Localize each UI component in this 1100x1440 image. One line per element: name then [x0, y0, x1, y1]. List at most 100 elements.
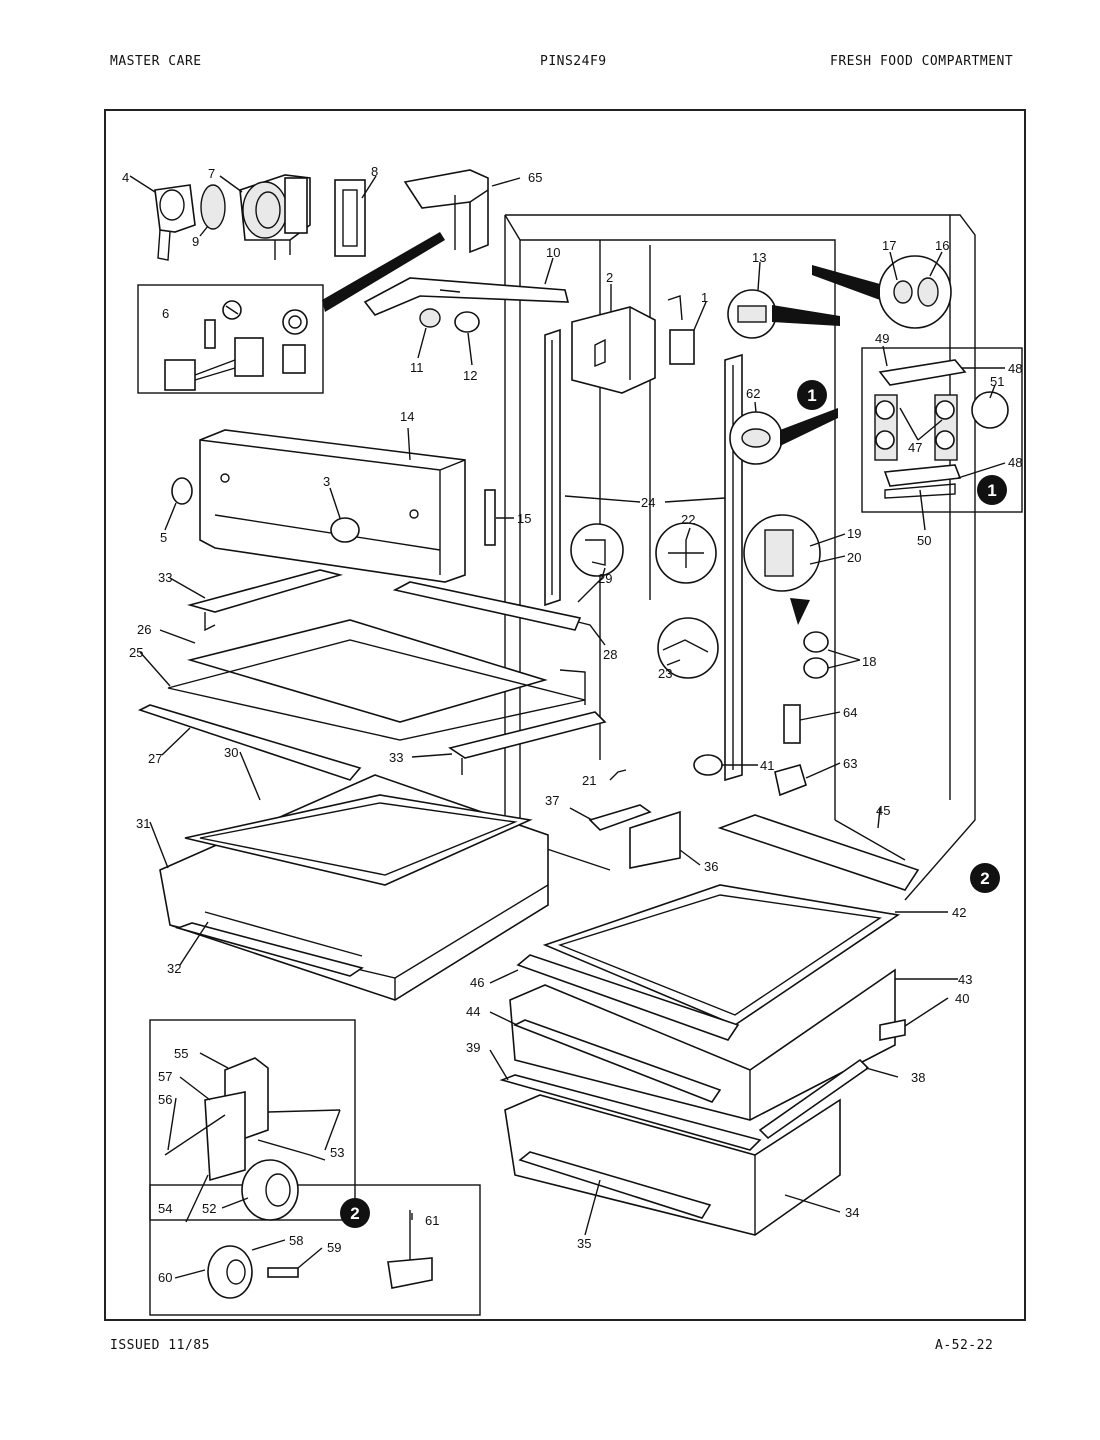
part-25-shelf-frame	[167, 639, 586, 741]
part-24-shelf-standards	[544, 328, 743, 782]
part-37-bracket	[588, 804, 652, 831]
callout-40: 40	[955, 991, 969, 1006]
callout-7: 7	[208, 166, 215, 181]
callout-17: 17	[882, 238, 896, 253]
part-3-knob	[330, 517, 360, 543]
part-4-bracket	[154, 184, 196, 261]
callout-42: 42	[952, 905, 966, 920]
part-33-lower-rail	[448, 711, 607, 775]
callout-43: 43	[958, 972, 972, 987]
callout-39: 39	[466, 1040, 480, 1055]
part-12-bulb	[454, 311, 480, 333]
detail-circle-22	[655, 522, 717, 584]
part-10-rail	[363, 277, 570, 316]
callout-47: 47	[908, 440, 922, 455]
callout-3: 3	[323, 474, 330, 489]
callout-1: 1	[701, 290, 708, 305]
callout-labels: 4 7 8 65 9 6 10 2 1 13 17 16 11 12 49 48…	[122, 164, 1022, 1285]
part-63-foot	[774, 764, 807, 797]
part-27-front-trim	[137, 704, 362, 781]
callout-34: 34	[845, 1205, 859, 1220]
callout-61: 61	[425, 1213, 439, 1228]
callout-18: 18	[862, 654, 876, 669]
part-32-crisper-handle	[175, 922, 364, 977]
part-15-bracket	[484, 489, 496, 546]
marker-label: 2	[350, 1204, 359, 1223]
part-64-pin	[783, 704, 801, 744]
callout-30: 30	[224, 745, 238, 760]
callout-64: 64	[843, 705, 857, 720]
callout-10: 10	[546, 245, 560, 260]
part-43-crisper-pan	[509, 968, 896, 1121]
part-8-gasket	[334, 179, 366, 257]
detail-circle-13	[727, 289, 840, 339]
part-40-roller	[879, 1019, 906, 1041]
callout-29: 29	[598, 571, 612, 586]
diagram-frame	[104, 109, 1026, 1321]
callout-38: 38	[911, 1070, 925, 1085]
callout-2: 2	[606, 270, 613, 285]
callout-11: 11	[410, 360, 424, 375]
callout-31: 31	[136, 816, 150, 831]
callout-36: 36	[704, 859, 718, 874]
part-46-crisper-trim	[516, 954, 740, 1041]
callout-50: 50	[917, 533, 931, 548]
part-39-slide	[499, 1074, 762, 1151]
part-2-light-shield	[571, 306, 656, 394]
callout-33b: 33	[389, 750, 403, 765]
callout-28: 28	[603, 647, 617, 662]
callout-52: 52	[202, 1201, 216, 1216]
part-11-socket	[419, 308, 441, 328]
callout-59: 59	[327, 1240, 341, 1255]
part-42-crisper-cover	[542, 884, 901, 1026]
part-26-glass-shelf	[186, 619, 548, 723]
callout-62: 62	[746, 386, 760, 401]
part-34-lower-pan	[504, 1094, 841, 1236]
header-model-brand: MASTER CARE	[110, 54, 202, 69]
callout-48a: 48	[1008, 361, 1022, 376]
part-28-rear-trim	[392, 581, 582, 631]
callout-49: 49	[875, 331, 889, 346]
callout-45: 45	[876, 803, 890, 818]
part-5-knob	[171, 477, 193, 505]
callout-33a: 33	[158, 570, 172, 585]
callout-9: 9	[192, 234, 199, 249]
callout-24: 24	[641, 495, 655, 510]
callout-4: 4	[122, 170, 129, 185]
callout-48b: 48	[1008, 455, 1022, 470]
part-33-upper-rail	[186, 569, 344, 632]
callout-46: 46	[470, 975, 484, 990]
detail-circle-62	[729, 408, 838, 465]
part-35-lower-handle	[518, 1151, 712, 1219]
callout-23: 23	[658, 666, 672, 681]
marker-1b: 1	[977, 475, 1007, 505]
callout-25: 25	[129, 645, 143, 660]
callout-12: 12	[463, 368, 477, 383]
part-44-handle	[513, 1019, 722, 1103]
callout-14: 14	[400, 409, 414, 424]
part-14-control-housing	[199, 429, 466, 583]
callout-41: 41	[760, 758, 774, 773]
part-1-switch	[667, 295, 695, 365]
part-45-rail	[717, 814, 920, 891]
detail-circle-29	[570, 523, 624, 577]
callout-26: 26	[137, 622, 151, 637]
callout-65: 65	[528, 170, 542, 185]
part-41-roller	[693, 754, 723, 776]
header-model-number: PINS24F9	[540, 54, 607, 69]
callout-22: 22	[681, 512, 695, 527]
callout-44: 44	[466, 1004, 480, 1019]
callout-5: 5	[160, 530, 167, 545]
marker-label: 2	[980, 869, 989, 888]
callout-56: 56	[158, 1092, 172, 1107]
callout-27: 27	[148, 751, 162, 766]
part-30-crisper-cover	[184, 794, 533, 886]
callout-54: 54	[158, 1201, 172, 1216]
footer-issue-date: ISSUED 11/85	[110, 1338, 210, 1353]
callout-55: 55	[174, 1046, 188, 1061]
marker-1a: 1	[797, 380, 827, 410]
callout-32: 32	[167, 961, 181, 976]
callout-19: 19	[847, 526, 861, 541]
detail-circle-16-17	[812, 255, 952, 329]
